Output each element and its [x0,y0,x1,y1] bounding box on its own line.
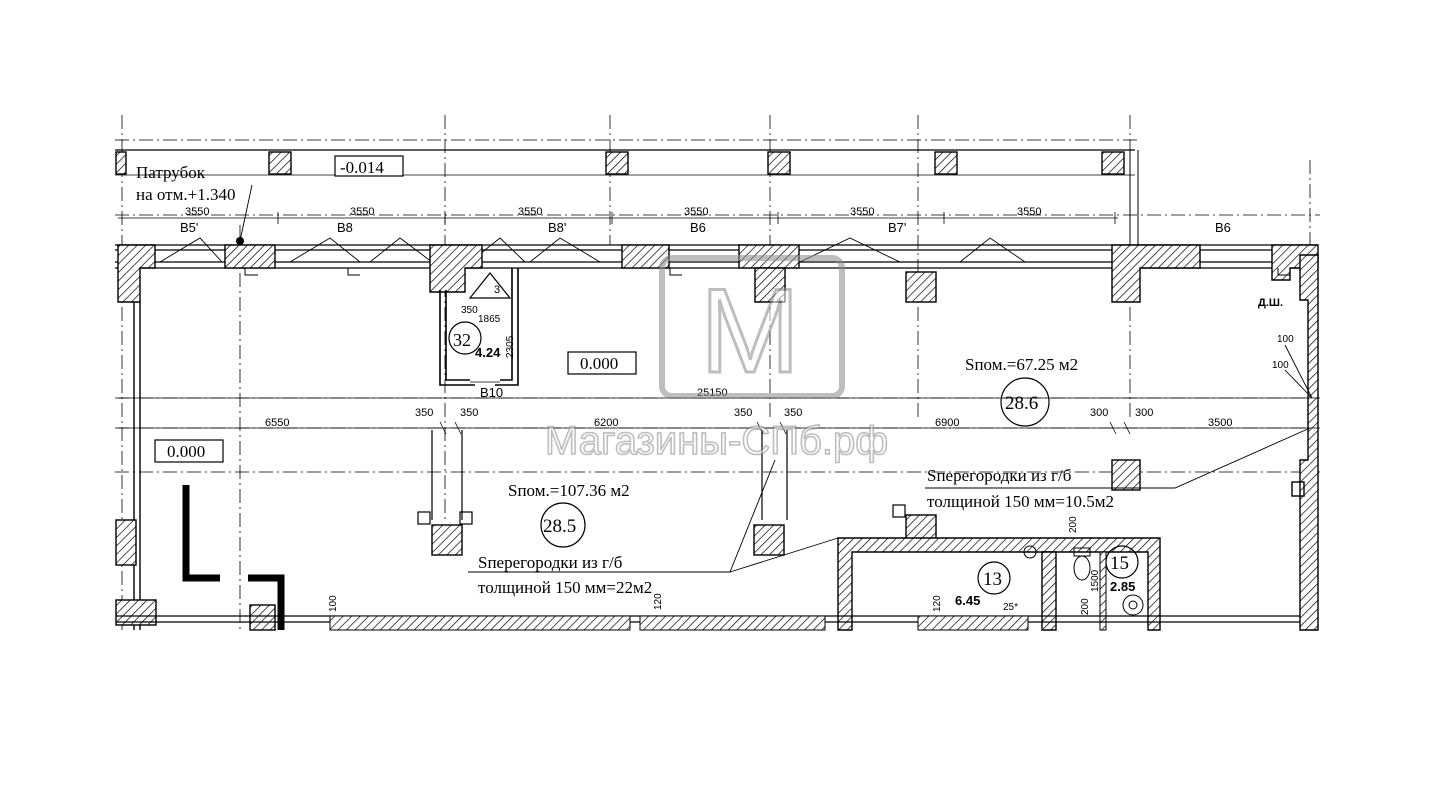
window-b7p: B7' [888,220,906,235]
room-15: 15 2.85 [1110,553,1135,594]
top-dim-2: 3550 [350,206,374,218]
room-32-triangle-label: 3 [494,284,500,296]
room-number-circles [448,272,1139,595]
wall-segments [117,244,1319,303]
window-b8: B8 [337,220,353,235]
patrubok-label-1: Патрубок [136,163,206,182]
top-dim-5: 3550 [850,206,874,218]
mid-dim-6550: 6550 [265,417,289,429]
room-28-6-area: Sпом.=67.25 м2 [965,355,1078,374]
dim-120-a: 120 [653,593,664,610]
room-15-number: 15 [1110,553,1129,574]
watermark-logo-letter: M [700,264,800,398]
room-13-area: 6.45 [955,593,980,608]
patrubok-label-2: на отм.+1.340 [136,185,235,204]
top-dim-1: 3550 [185,206,209,218]
room-32-door: B10 [480,385,503,400]
room-28-6: Sпом.=67.25 м2 28.6 Sперегородки из г/б … [927,355,1114,511]
mid-dim-350d: 350 [784,407,802,419]
room-32-dim-2305: 2305 [505,335,516,358]
room-28-5-partition-2: толщиной 150 мм=22м2 [478,578,652,597]
level-left: 0.000 [167,442,205,461]
bottom-wall-hatch [329,615,1029,631]
leader-lines [468,344,1313,573]
room-15-area: 2.85 [1110,579,1135,594]
patrubok-marker [236,184,253,245]
dim-200-a: 200 [1068,516,1079,533]
balcony-columns [115,151,1125,175]
room-32-number: 32 [453,330,471,350]
room-28-6-number: 28.6 [1005,393,1038,414]
mid-dim-350a: 350 [415,407,433,419]
room-28-5-partition-1: Sперегородки из г/б [478,553,622,572]
dim-120-b: 120 [932,595,943,612]
mid-dim-350b: 350 [460,407,478,419]
shaft-label: Д.Ш. [1258,297,1283,309]
room-13: 13 6.45 25* [955,569,1018,613]
mid-dim-3500: 3500 [1208,417,1232,429]
left-wall [133,302,141,630]
small-dims: 200 1500 200 120 120 100 [328,516,1101,615]
thick-partition [182,485,285,630]
balcony-outline [115,149,1139,245]
dim-100: 100 [328,595,339,612]
interior-column-outlines [417,430,906,525]
mid-dim-6900: 6900 [935,417,959,429]
level-top: -0.014 [340,158,384,177]
level-mid: 0.000 [580,354,618,373]
window-sash-marks [159,237,1026,263]
mid-dim-350c: 350 [734,407,752,419]
room-32-area: 4.24 [475,345,501,360]
top-dim-labels: 3550 3550 3550 3550 3550 3550 [185,206,1041,218]
shaft: Д.Ш. 100 100 [1258,297,1294,371]
anchor-marks [244,268,1290,276]
dim-1500: 1500 [1090,569,1101,592]
room-32: 3 350 1865 2305 32 4.24 B10 [453,284,516,400]
window-b8p: B8' [548,220,566,235]
room-28-5-number: 28.5 [543,516,576,537]
room-32-dim-350: 350 [461,305,478,316]
top-dim-4: 3550 [684,206,708,218]
watermark-logo-frame [659,255,845,399]
watermark: M Магазины-СПб.рф [544,255,889,464]
mid-dim-6200: 6200 [594,417,618,429]
watermark-text: Магазины-СПб.рф [545,419,888,463]
room-32-dim-1865: 1865 [478,314,501,325]
room-28-5: Sпом.=107.36 м2 28.5 Sперегородки из г/б… [478,481,652,597]
room-28-6-partition-2: толщиной 150 мм=10.5м2 [927,492,1114,511]
window-b6-right: B6 [1215,220,1231,235]
top-dim-6: 3550 [1017,206,1041,218]
mid-dim-300b: 300 [1135,407,1153,419]
left-wall-fill [115,519,157,626]
dim-200-b: 200 [1080,598,1091,615]
shaft-dim-1: 100 [1277,334,1294,345]
top-dim-3: 3550 [518,206,542,218]
mid-dim-300a: 300 [1090,407,1108,419]
window-b5p: B5' [180,220,198,235]
level-boxes [154,155,637,463]
room-28-5-area: Sпом.=107.36 м2 [508,481,630,500]
room-13-number: 13 [983,569,1002,590]
window-b6: B6 [690,220,706,235]
shaft-dim-2: 100 [1272,360,1289,371]
mid-dim-labels: 6550 350 350 6200 350 350 6900 300 300 3… [265,407,1232,429]
room-32-walls [439,268,519,386]
window-labels: B5' B8 B8' B6 B7' B6 [180,220,1231,235]
right-wall [1291,254,1319,631]
room-13-temp: 25* [1003,602,1018,613]
top-dimension-line [118,212,1118,224]
room-28-6-partition-1: Sперегородки из г/б [927,466,1071,485]
